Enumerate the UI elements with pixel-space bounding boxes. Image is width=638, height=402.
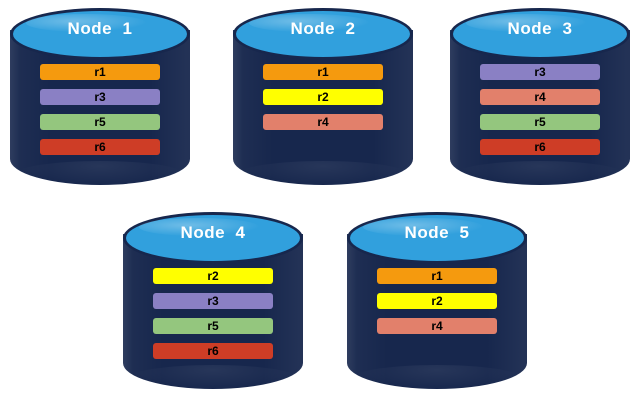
replica-list: r2 r3 r5 r6 <box>153 268 273 368</box>
replica-bar[interactable]: r4 <box>263 114 383 130</box>
replica-list: r1 r2 r4 <box>263 64 383 139</box>
replica-bar[interactable]: r2 <box>153 268 273 284</box>
node-label: Node 4 <box>180 223 246 242</box>
database-node-4[interactable]: Node 4 r2 r3 r5 r6 <box>123 212 303 397</box>
database-node-1[interactable]: Node 1 r1 r3 r5 r6 <box>10 8 190 193</box>
node-label: Node 1 <box>67 19 133 38</box>
cylinder-top-ellipse <box>123 212 303 264</box>
replica-bar[interactable]: r5 <box>480 114 600 130</box>
cylinder-top-ellipse <box>233 8 413 60</box>
replica-bar[interactable]: r3 <box>40 89 160 105</box>
replica-list: r1 r2 r4 <box>377 268 497 343</box>
node-label: Node 2 <box>290 19 356 38</box>
replica-bar[interactable]: r2 <box>377 293 497 309</box>
database-node-3[interactable]: Node 3 r3 r4 r5 r6 <box>450 8 630 193</box>
cylinder-top-ellipse <box>10 8 190 60</box>
node-label: Node 5 <box>404 223 470 242</box>
database-node-2[interactable]: Node 2 r1 r2 r4 <box>233 8 413 193</box>
replica-bar[interactable]: r4 <box>480 89 600 105</box>
replica-bar[interactable]: r1 <box>377 268 497 284</box>
replica-bar[interactable]: r2 <box>263 89 383 105</box>
node-label: Node 3 <box>507 19 573 38</box>
replica-bar[interactable]: r6 <box>40 139 160 155</box>
replica-bar[interactable]: r6 <box>480 139 600 155</box>
cylinder-top-ellipse <box>347 212 527 264</box>
replica-bar[interactable]: r3 <box>153 293 273 309</box>
replica-bar[interactable]: r1 <box>40 64 160 80</box>
replica-bar[interactable]: r5 <box>40 114 160 130</box>
replica-bar[interactable]: r6 <box>153 343 273 359</box>
replica-bar[interactable]: r5 <box>153 318 273 334</box>
replica-list: r1 r3 r5 r6 <box>40 64 160 164</box>
database-node-5[interactable]: Node 5 r1 r2 r4 <box>347 212 527 397</box>
replica-list: r3 r4 r5 r6 <box>480 64 600 164</box>
cylinder-top-ellipse <box>450 8 630 60</box>
replica-bar[interactable]: r1 <box>263 64 383 80</box>
replica-bar[interactable]: r3 <box>480 64 600 80</box>
replica-bar[interactable]: r4 <box>377 318 497 334</box>
